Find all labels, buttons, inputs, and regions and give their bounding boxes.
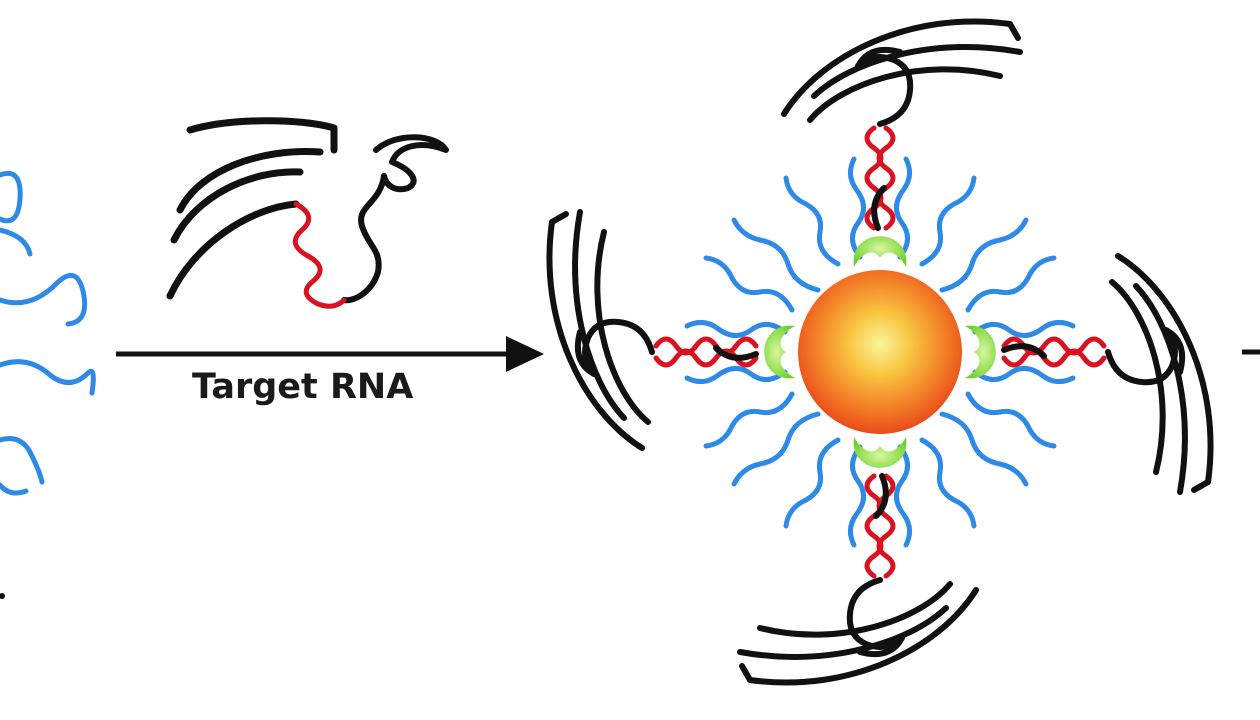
arrow-label: Target RNA — [192, 367, 413, 407]
target-segment — [292, 201, 347, 309]
probe-strand — [0, 227, 33, 257]
complex-quadrant-left — [549, 212, 795, 448]
reaction-arrow — [116, 336, 544, 372]
rna-arc — [170, 168, 304, 244]
rna-arc — [176, 148, 324, 214]
probe-strand — [0, 359, 96, 396]
probe-strand — [0, 272, 88, 327]
rna-backbone — [373, 134, 449, 193]
probe-strand — [0, 171, 23, 224]
probe-strand — [0, 436, 45, 485]
probe-strand — [0, 482, 29, 496]
rna-arc — [186, 117, 338, 154]
rna-arc — [166, 200, 300, 300]
complex-quadrant-right — [965, 256, 1211, 492]
nanoparticle-core — [798, 270, 962, 434]
complex-quadrant-top — [784, 21, 1020, 267]
fragment-mark — [0, 593, 5, 599]
probe-strands-diagonal — [731, 217, 1029, 487]
nanoparticle-complex — [549, 21, 1210, 682]
complex-quadrant-bottom — [740, 437, 976, 683]
target-rna-molecule — [166, 117, 449, 309]
rna-backbone — [341, 173, 387, 304]
left-probe-cluster — [0, 171, 96, 599]
